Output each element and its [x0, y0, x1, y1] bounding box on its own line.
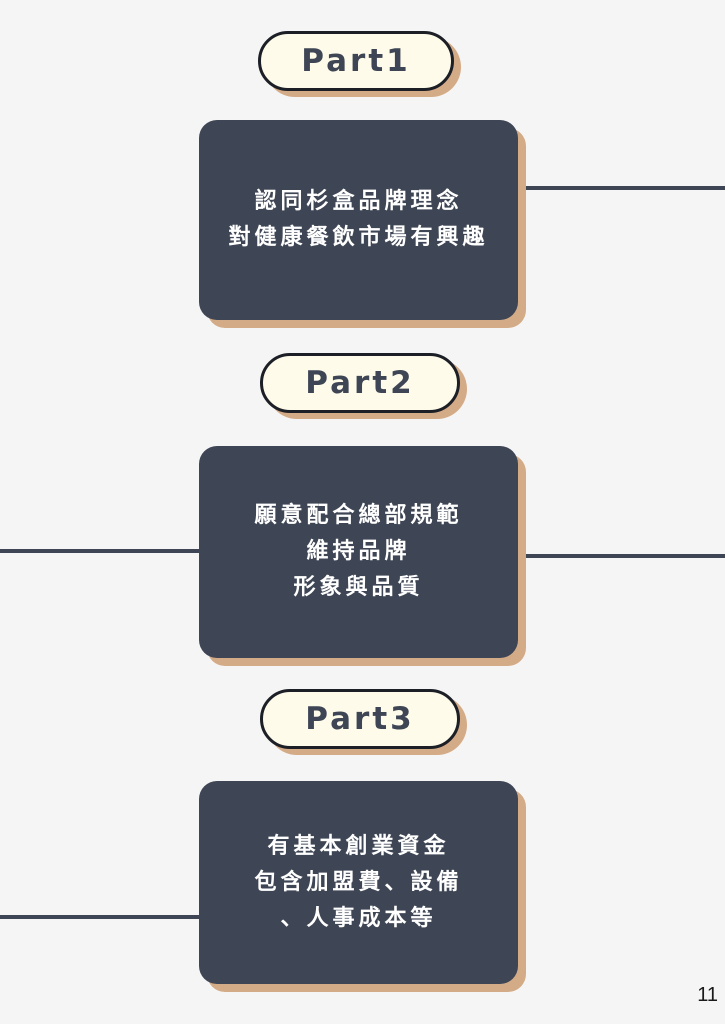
part1-line-1: 認同杉盒品牌理念: [254, 189, 463, 214]
part2-card: 願意配合總部規範 維持品牌 形象與品質: [199, 446, 518, 658]
part1-line-2: 對健康餐飲市場有興趣: [228, 225, 489, 250]
connector-line-1-right: [520, 186, 725, 190]
part3-line-3: 、人事成本等: [280, 905, 437, 931]
part3-badge: Part3: [260, 689, 460, 749]
part1-badge: Part1: [258, 31, 454, 91]
part1-label: Part1: [301, 43, 411, 79]
part3-card: 有基本創業資金 包含加盟費、設備 、人事成本等: [199, 781, 518, 984]
part3-label: Part3: [305, 701, 415, 737]
part2-line-3: 形象與品質: [293, 575, 424, 600]
connector-line-2-left: [0, 549, 200, 553]
part2-badge: Part2: [260, 353, 460, 413]
part3-line-2: 包含加盟費、設備: [254, 869, 463, 895]
part2-line-2: 維持品牌: [306, 539, 411, 564]
part2-line-1: 願意配合總部規範: [254, 503, 463, 528]
part3-line-1: 有基本創業資金: [267, 833, 450, 859]
page-number: 11: [697, 984, 718, 1006]
part2-label: Part2: [305, 365, 415, 401]
part1-card: 認同杉盒品牌理念 對健康餐飲市場有興趣: [199, 120, 518, 320]
connector-line-2-right: [520, 554, 725, 558]
connector-line-3-left: [0, 915, 200, 919]
